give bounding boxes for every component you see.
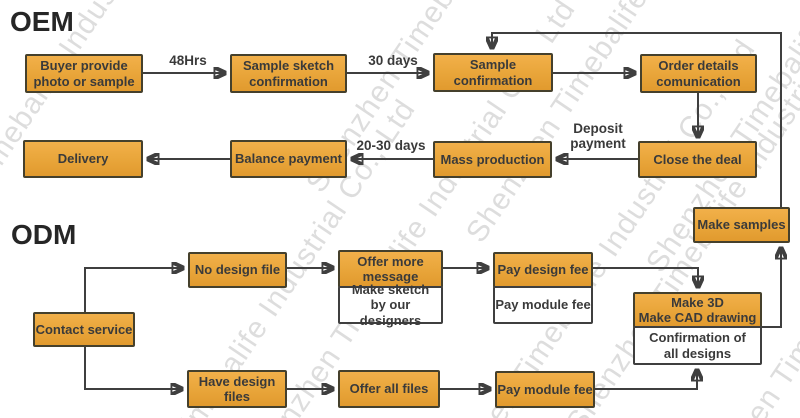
node-pay-design-fee: Pay design fee	[493, 252, 593, 288]
edge-label-deposit-payment: Deposit payment	[570, 121, 626, 152]
node-order-details: Order details comunication	[640, 54, 757, 93]
node-buyer-provide: Buyer provide photo or sample	[25, 54, 143, 93]
edge-contact-to-nodesignfile	[84, 268, 183, 312]
node-mass-production: Mass production	[433, 141, 552, 178]
node-sample-sketch: Sample sketch confirmation	[230, 54, 347, 93]
node-no-design-file: No design file	[188, 252, 287, 288]
node-offer-all-files: Offer all files	[338, 370, 440, 408]
edge-label-30days: 30 days	[368, 53, 418, 68]
node-pay-module-fee-sub: Pay module fee	[493, 286, 593, 324]
node-close-the-deal: Close the deal	[638, 141, 757, 178]
edge-paymodulefee-to-confirmation	[595, 370, 697, 390]
node-offer-more-message: Offer more message	[338, 250, 443, 288]
node-balance-payment: Balance payment	[230, 140, 347, 178]
edge-make3d-to-makesamples	[760, 248, 781, 328]
edge-contact-to-havedesignfiles	[84, 347, 182, 389]
node-confirmation-designs: Confirmation of all designs	[633, 326, 762, 365]
node-sample-confirmation: Sample confirmation	[433, 53, 553, 92]
edge-paydesignfee-to-make3d	[593, 267, 698, 287]
edge-label-20-30days: 20-30 days	[356, 138, 426, 153]
node-contact-service: Contact service	[33, 312, 135, 347]
node-make-3d: Make 3D Make CAD drawing	[633, 292, 762, 328]
node-have-design-files: Have design files	[187, 370, 287, 408]
node-make-sketch: Make sketch by our designers	[338, 282, 443, 328]
node-make-samples: Make samples	[693, 207, 790, 243]
heading-odm: ODM	[11, 219, 77, 250]
edge-label-48hrs: 48Hrs	[169, 53, 207, 68]
node-delivery: Delivery	[23, 140, 143, 178]
node-pay-module-fee: Pay module fee	[495, 371, 595, 408]
edge-makesamples-to-sampleconfirmation	[492, 32, 782, 207]
heading-oem: OEM	[10, 6, 74, 37]
